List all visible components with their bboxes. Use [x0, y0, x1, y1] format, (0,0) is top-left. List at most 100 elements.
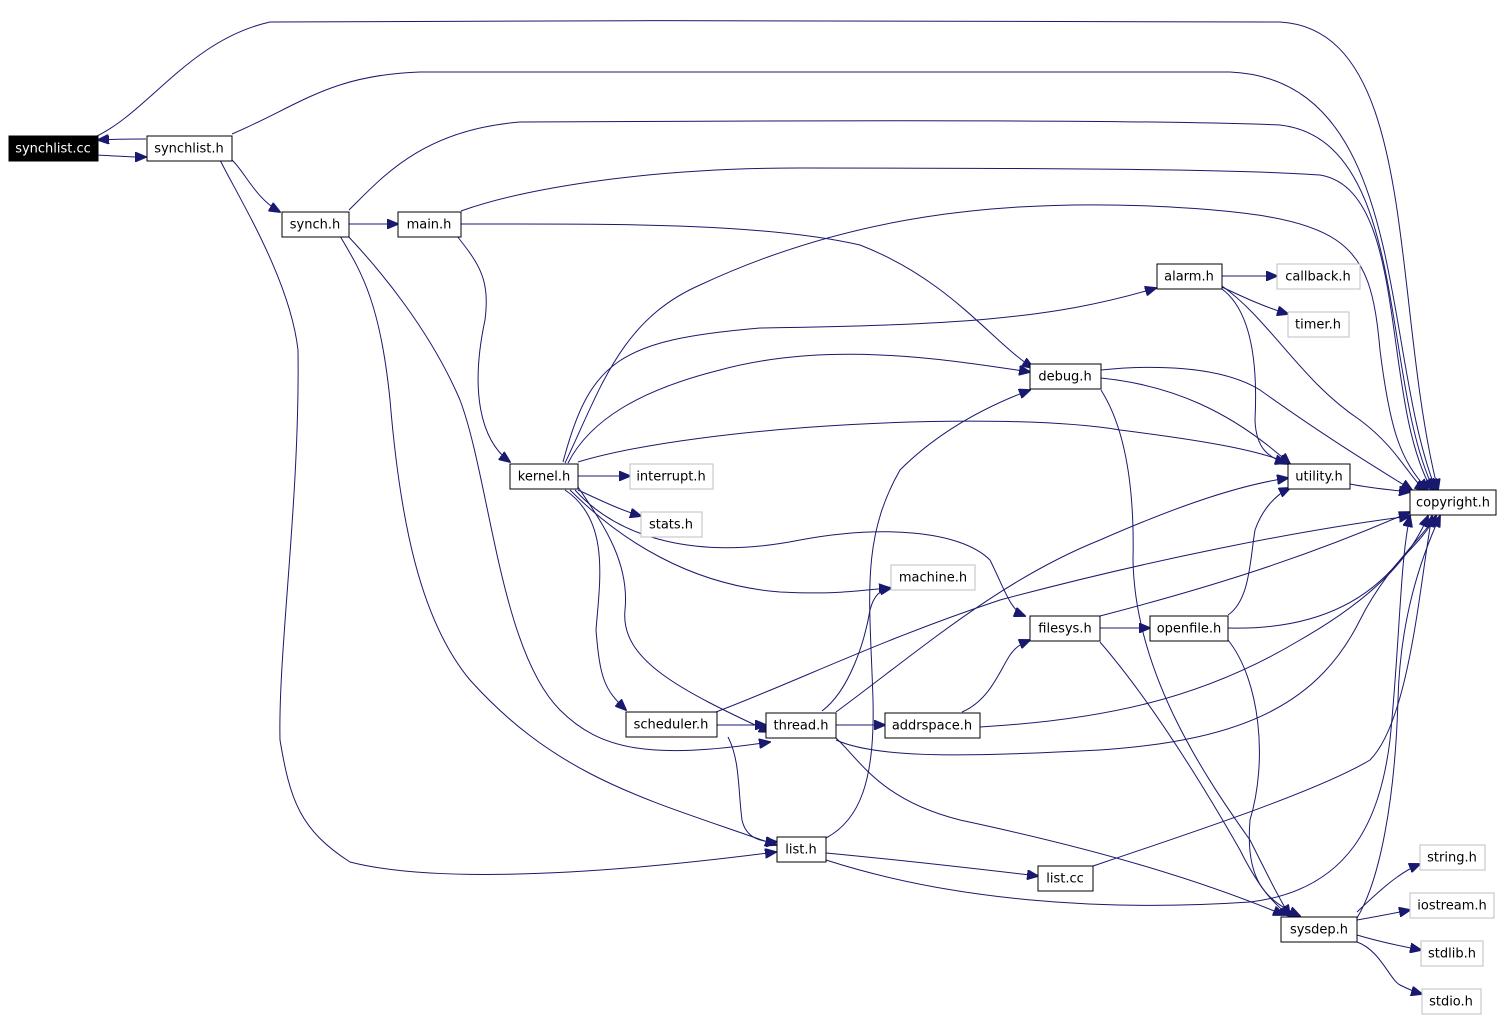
edges-layer — [96, 20, 1440, 995]
node-label: list.h — [785, 843, 816, 858]
node-alarm-h[interactable]: alarm.h — [1156, 263, 1223, 290]
edge-filesys_h-copyright_h — [1099, 512, 1410, 617]
edge-sysdep_h-stdlib_h — [1356, 934, 1421, 950]
node-label: main.h — [407, 218, 452, 233]
node-interrupt-h[interactable]: interrupt.h — [629, 463, 714, 490]
node-addrspace-h[interactable]: addrspace.h — [884, 712, 981, 739]
edge-thread_h-machine_h — [821, 588, 891, 712]
node-label: filesys.h — [1038, 622, 1091, 637]
edge-main_h-kernel_h — [456, 235, 510, 462]
node-label: machine.h — [899, 571, 967, 586]
node-label: iostream.h — [1417, 899, 1487, 914]
node-label: interrupt.h — [636, 470, 705, 485]
edge-list_h-debug_h — [825, 390, 1030, 839]
edge-openfile_h-sysdep_h — [1227, 639, 1300, 916]
node-synch-h[interactable]: synch.h — [281, 211, 350, 238]
node-label: string.h — [1427, 851, 1477, 866]
edge-kernel_h-copyright_h — [564, 204, 1428, 490]
node-label: stdio.h — [1429, 995, 1473, 1010]
node-label: synch.h — [290, 218, 340, 233]
node-label: stats.h — [649, 518, 693, 533]
node-label: openfile.h — [1157, 622, 1222, 637]
node-timer-h[interactable]: timer.h — [1287, 311, 1350, 338]
node-label: timer.h — [1295, 318, 1341, 333]
edge-sysdep_h-copyright_h — [1356, 516, 1440, 919]
edge-debug_h-sysdep_h — [1100, 389, 1290, 916]
node-label: debug.h — [1038, 370, 1091, 385]
edge-openfile_h-copyright_h — [1227, 516, 1436, 629]
edge-list_h-list_cc — [825, 852, 1038, 876]
edge-list_h-copyright_h — [825, 516, 1410, 906]
edge-synchlist_h-synchlist_cc — [98, 139, 147, 140]
edge-main_h-copyright_h — [460, 167, 1432, 490]
edge-synch_h-list_h — [339, 235, 776, 845]
edge-addrspace_h-filesys_h — [961, 640, 1030, 713]
edge-kernel_h-filesys_h — [574, 489, 1025, 616]
edge-sysdep_h-stdio_h — [1356, 941, 1422, 994]
edge-filesys_h-sysdep_h — [1099, 641, 1290, 916]
edge-synchlist_h-list_h — [219, 159, 776, 875]
node-utility-h[interactable]: utility.h — [1287, 463, 1351, 490]
edge-kernel_h-machine_h — [569, 489, 890, 593]
node-label: synchlist.cc — [15, 142, 91, 157]
node-machine-h[interactable]: machine.h — [890, 564, 976, 591]
edge-list_cc-copyright_h — [1092, 516, 1432, 867]
node-label: callback.h — [1285, 270, 1351, 285]
edge-sysdep_h-iostream_h — [1356, 910, 1410, 921]
edge-thread_h-utility_h — [835, 478, 1288, 713]
edge-synch_h-copyright_h — [348, 120, 1434, 490]
node-label: synchlist.h — [154, 142, 224, 157]
node-label: stdlib.h — [1428, 947, 1476, 962]
edge-kernel_h-utility_h — [577, 420, 1290, 464]
node-label: sysdep.h — [1290, 923, 1348, 938]
edge-synchlist_h-synch_h — [231, 159, 280, 212]
node-callback-h[interactable]: callback.h — [1276, 263, 1361, 290]
edge-kernel_h-debug_h — [567, 353, 1030, 464]
edge-openfile_h-utility_h — [1227, 488, 1290, 616]
node-synchlist-cc[interactable]: synchlist.cc — [8, 135, 99, 162]
edge-kernel_h-alarm_h — [562, 288, 1156, 463]
edge-kernel_h-thread_h — [577, 486, 770, 732]
edge-thread_h-sysdep_h — [835, 737, 1284, 915]
edge-scheduler_h-list_h — [727, 736, 777, 842]
node-sysdep-h[interactable]: sysdep.h — [1280, 916, 1358, 943]
edge-sysdep_h-string_h — [1356, 864, 1420, 913]
node-label: thread.h — [774, 719, 829, 734]
node-kernel-h[interactable]: kernel.h — [509, 463, 579, 490]
node-label: alarm.h — [1164, 270, 1214, 285]
edge-debug_h-utility_h — [1100, 377, 1290, 464]
node-synchlist-h[interactable]: synchlist.h — [146, 135, 233, 162]
edge-alarm_h-copyright_h — [1221, 285, 1426, 490]
edge-scheduler_h-copyright_h — [715, 516, 1410, 713]
node-label: copyright.h — [1416, 496, 1490, 511]
node-label: scheduler.h — [634, 718, 709, 733]
node-stdlib-h[interactable]: stdlib.h — [1420, 940, 1484, 967]
node-thread-h[interactable]: thread.h — [765, 712, 837, 739]
node-debug-h[interactable]: debug.h — [1029, 363, 1102, 390]
node-iostream-h[interactable]: iostream.h — [1409, 892, 1495, 919]
node-label: utility.h — [1295, 470, 1342, 485]
node-list-h[interactable]: list.h — [776, 836, 827, 863]
node-string-h[interactable]: string.h — [1419, 844, 1486, 871]
node-label: addrspace.h — [892, 719, 972, 734]
node-stats-h[interactable]: stats.h — [640, 511, 703, 538]
node-scheduler-h[interactable]: scheduler.h — [625, 711, 718, 738]
node-copyright-h[interactable]: copyright.h — [1409, 489, 1497, 516]
edge-alarm_h-utility_h — [1221, 288, 1286, 463]
node-list-cc[interactable]: list.cc — [1037, 865, 1094, 892]
edge-synchlist_cc-copyright_h — [96, 20, 1438, 491]
node-main-h[interactable]: main.h — [397, 211, 462, 238]
edge-kernel_h-scheduler_h — [564, 489, 626, 710]
node-label: kernel.h — [518, 470, 570, 485]
edge-kernel_h-stats_h — [577, 489, 641, 516]
edge-utility_h-copyright_h — [1349, 483, 1410, 492]
node-filesys-h[interactable]: filesys.h — [1029, 615, 1101, 642]
edge-debug_h-copyright_h — [1100, 366, 1412, 490]
edge-synch_h-thread_h — [346, 234, 770, 752]
edge-synchlist_cc-synchlist_h — [96, 155, 146, 157]
node-stdio-h[interactable]: stdio.h — [1421, 988, 1482, 1015]
nodes-layer: synchlist.cc synchlist.h synch.h main.h … — [8, 135, 1497, 1015]
node-openfile-h[interactable]: openfile.h — [1149, 615, 1229, 642]
edge-addrspace_h-copyright_h — [979, 516, 1428, 728]
